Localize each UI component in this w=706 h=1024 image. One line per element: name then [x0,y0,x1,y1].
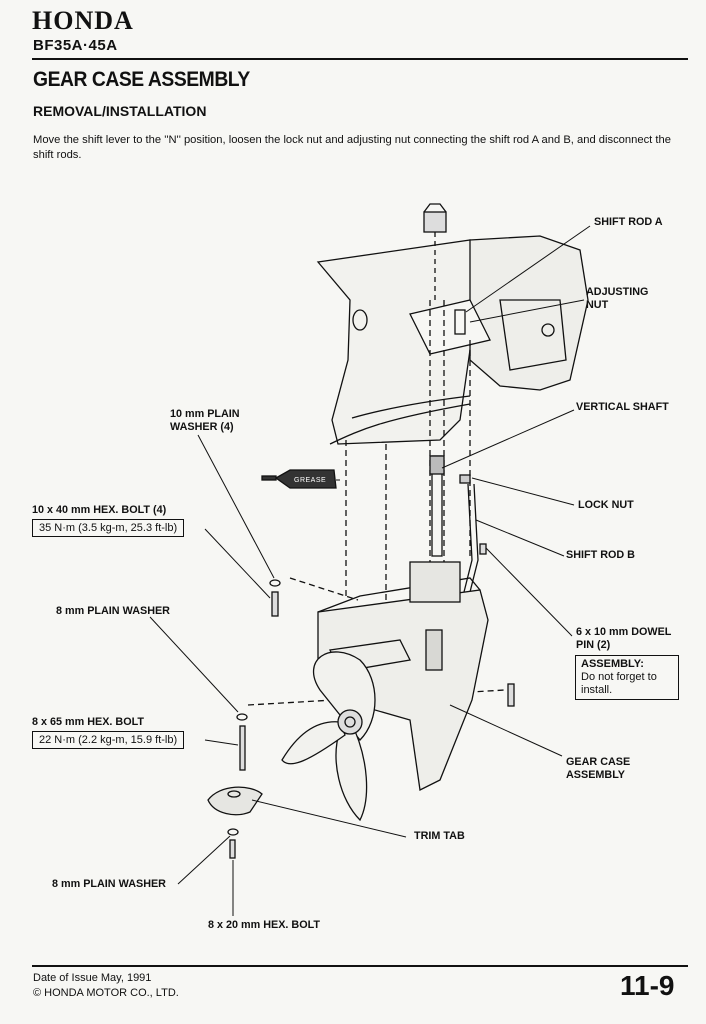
section-subtitle: REMOVAL/INSTALLATION [33,103,207,119]
label-adjusting-nut-line1: ADJUSTING [586,286,649,298]
copyright: © HONDA MOTOR CO., LTD. [33,987,179,999]
label-shift-rod-b: SHIFT ROD B [566,549,635,561]
assembly-note-line1: Do not forget to [581,671,657,683]
header-rule [32,58,688,60]
assembly-note-box: ASSEMBLY: Do not forget to install. [575,655,679,700]
label-gear-case-line1: GEAR CASE [566,756,631,768]
label-dowel-pin-line1: 6 x 10 mm DOWEL [576,626,672,638]
label-hex-bolt-8x20: 8 x 20 mm HEX. BOLT [208,919,321,931]
label-plain-washer-8-lower: 8 mm PLAIN WASHER [52,878,166,890]
footer-rule [32,965,688,967]
label-plain-washer-10-line1: 10 mm PLAIN [170,408,240,420]
label-lock-nut: LOCK NUT [578,499,634,511]
issue-date: Date of Issue May, 1991 [33,972,152,984]
label-gear-case-line2: ASSEMBLY [566,769,625,781]
label-hex-bolt-8x65: 8 x 65 mm HEX. BOLT [32,716,145,728]
assembly-note-title: ASSEMBLY: [581,658,644,670]
model-name: BF35A·45A [33,37,118,54]
label-plain-washer-10-line2: WASHER (4) [170,421,234,433]
page-title: GEAR CASE ASSEMBLY [33,68,250,91]
label-trim-tab: TRIM TAB [414,830,465,842]
intro-paragraph: Move the shift lever to the ''N'' positi… [33,134,671,161]
assembly-note-line2: install. [581,684,613,696]
torque-spec-10x40: 35 N·m (3.5 kg-m, 25.3 ft-lb) [32,519,185,537]
label-dowel-pin-line2: PIN (2) [576,639,611,651]
grease-tube-label: GREASE [294,477,326,484]
label-shift-rod-a: SHIFT ROD A [594,216,663,228]
label-plain-washer-8-upper: 8 mm PLAIN WASHER [56,605,170,617]
label-hex-bolt-10x40: 10 x 40 mm HEX. BOLT (4) [32,504,167,516]
label-vertical-shaft: VERTICAL SHAFT [576,401,669,413]
page-number: 11-9 [620,970,675,1001]
brand-logo-text: HONDA [32,6,134,35]
torque-spec-8x65: 22 N·m (2.2 kg-m, 15.9 ft-lb) [32,731,185,749]
label-adjusting-nut-line2: NUT [586,299,609,311]
